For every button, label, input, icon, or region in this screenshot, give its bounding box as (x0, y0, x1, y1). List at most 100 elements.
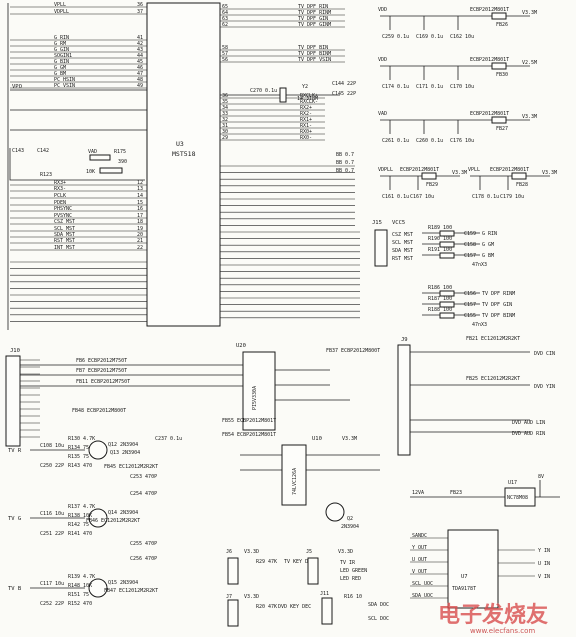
q2-transistor (325, 502, 345, 522)
supply-cap: C179 10u (500, 194, 524, 200)
u3-right-signal: RX0+ (300, 129, 312, 135)
c255-label: C255 470P (130, 541, 157, 547)
npn-transistor (88, 440, 108, 460)
tv-res-label: R137 4.7K (68, 504, 95, 510)
u7-right-signal: Y IN (538, 548, 550, 554)
u7-left-signal: SANDC (412, 533, 427, 539)
filter-resistor: R190 100 (428, 236, 452, 242)
u7-left-signal: Y OUT (412, 545, 427, 551)
tv-cap-label: C116 10u (40, 511, 64, 517)
tv-input-label: TV B (8, 586, 22, 592)
r29-label: R29 47K (256, 559, 277, 565)
resistor-body (439, 230, 455, 237)
supply-net: V2.5M (522, 60, 537, 66)
y2-crystal (279, 87, 287, 103)
j10-pins (20, 359, 40, 438)
u3-right-pin-num: 30 (222, 129, 228, 135)
tv-res-label: R135 75 (68, 454, 89, 460)
supply-out: VDPLL (378, 167, 393, 173)
u3-left-signal: PHSYNC (54, 206, 72, 212)
j10-ref: J10 (10, 348, 20, 354)
c256-label: C256 470P (130, 556, 157, 562)
fb54-label: FB54 ECBP2012M801T (222, 432, 276, 438)
fb-ref: FB26 (496, 22, 508, 28)
fb55-label: FB55 ECBP2012M801T (222, 418, 276, 424)
u3-left-pin-num: 42 (137, 41, 143, 47)
u10-vcc: V3.3M (342, 436, 357, 442)
j15-pin-3: RST MST (392, 256, 413, 262)
filter-resistor: R189 100 (428, 225, 452, 231)
u3-right-signal: RX2- (300, 111, 312, 117)
j7-vcc: V3.3D (244, 594, 259, 600)
c254-label: C254 470P (130, 491, 157, 497)
led-red: LED RED (340, 576, 361, 582)
j6-ref: J6 (226, 549, 232, 555)
u3-left-pin-num: 47 (137, 71, 143, 77)
u17-traces (410, 480, 560, 498)
u3-bb-label: BB 0.7 (336, 160, 354, 166)
fb21-label: FB21 EC12012M2R2KT (466, 336, 520, 342)
vout-8v: 8V (538, 474, 544, 480)
fb11-label: FB11 ECBP2012M750T (76, 379, 130, 385)
j15-body (374, 229, 388, 267)
u3-left-signal: G BIN (54, 59, 69, 65)
u3-right-pin-num: 57 (222, 51, 228, 57)
u3-left-pin-num: 12 (137, 180, 143, 186)
tv-key-dec: TV KEY DEC (284, 559, 314, 565)
fb46-label: FB46 EC12012M2R2KT (86, 518, 140, 524)
u3-left-pin-num: 16 (137, 206, 143, 212)
u3-left-signal: RST MST (54, 238, 75, 244)
r175-label: R175 (114, 149, 126, 155)
u3-right-pin-num: 64 (222, 10, 228, 16)
tv-cap-label: C117 10u (40, 581, 64, 587)
j6-connector (227, 557, 239, 585)
j15-vcc: VCC5 (392, 220, 405, 226)
supply-cap: C174 0.1u (382, 84, 409, 90)
u3-right-pin-num: 65 (222, 4, 228, 10)
bottom-left-section: J10 FB6 ECBP2012M750T FB7 ECBP2012M750T … (5, 343, 380, 530)
c253-label: C253 470P (130, 474, 157, 480)
u3-left-signal: SCL MST (54, 226, 75, 232)
transistor-label: Q12 2N3904 (108, 442, 138, 448)
u3-right-signal: TV DPF VSIN (298, 57, 331, 63)
tv-res-label: R141 470 (68, 531, 92, 537)
fb45-label: FB45 EC12012M2R2KT (104, 464, 158, 470)
u3-left-pin-num: 13 (137, 186, 143, 192)
c142-label: C142 (37, 148, 49, 154)
u3-right-signal: TV DPF RINM (298, 10, 331, 16)
ferrite-part: ECBP2012M801T (470, 57, 509, 63)
u3-left-signal: VDPLL (54, 9, 69, 15)
resistor-body (439, 241, 455, 248)
supply-net: V3.3M (522, 10, 537, 16)
supply-cap: C259 0.1u (382, 34, 409, 40)
u3-bb-label: BB 0.7 (336, 168, 354, 174)
u3-bb-label: BB 0.7 (336, 152, 354, 158)
u7-right-signal: U IN (538, 561, 550, 567)
u3-right-signal: RX2+ (300, 105, 312, 111)
ferrite-part: ECBP2012M801T (470, 111, 509, 117)
u7-part: TDA9178T (452, 586, 476, 592)
u20-chip (242, 351, 276, 431)
npn-transistor (88, 508, 108, 528)
sda-doc: SDA DOC (368, 602, 389, 608)
u20-part: PI5V330A (252, 386, 258, 410)
ferrite-bead (511, 172, 527, 180)
u3-right-pin-num: 63 (222, 16, 228, 22)
supply-cap: C176 10u (450, 138, 474, 144)
u3-right-signal: RXCLK+ (300, 93, 318, 99)
c270-label: C270 0.1u (250, 88, 277, 94)
q2-label: Q2 (347, 516, 353, 522)
u3-left-signal: RX3+ (54, 180, 66, 186)
u3-left-signal: G RM (54, 41, 66, 47)
u7-chip (447, 529, 499, 609)
u3-right-pin-num: 35 (222, 99, 228, 105)
j5-ref: J5 (306, 549, 312, 555)
fb-ref: FB27 (496, 126, 508, 132)
filter-note: 47nX3 (472, 322, 487, 328)
